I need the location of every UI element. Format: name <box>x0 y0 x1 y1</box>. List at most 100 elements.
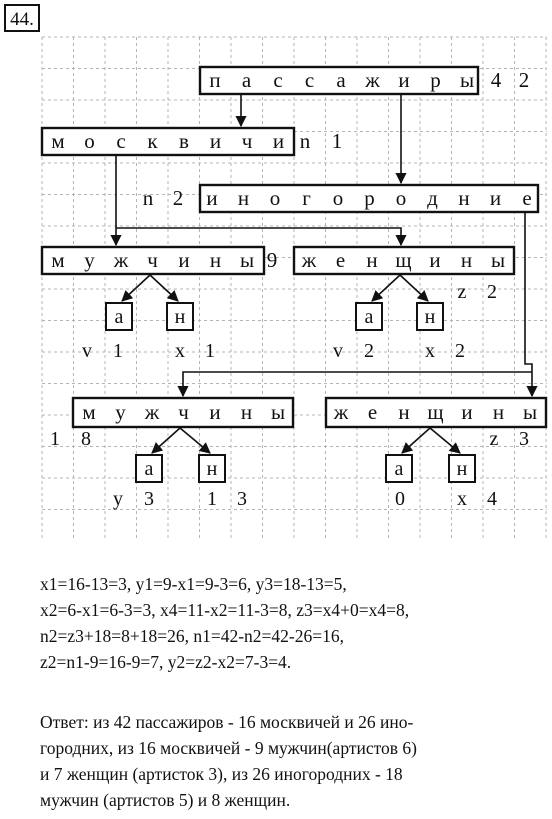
men-other-letter: ч <box>178 400 189 424</box>
men-moscow-n-box <box>166 302 194 331</box>
men-other-letter: ы <box>271 400 285 424</box>
women-other-letter: и <box>461 400 472 424</box>
muscovites-letter: к <box>147 129 158 153</box>
women-other-n-box <box>448 454 476 483</box>
passengers-letter: а <box>242 68 252 92</box>
women-moscow-right: x <box>425 340 435 362</box>
arrow-men-other-to-a <box>151 427 181 454</box>
men-moscow-n: н <box>175 306 186 328</box>
women-other-letter: н <box>398 400 409 424</box>
men-other-a-box <box>135 454 163 483</box>
arrow-men-moscow-to-n <box>149 274 179 302</box>
nonresidents-letter: н <box>238 186 249 210</box>
nonresidents-letter: и <box>206 186 217 210</box>
women-moscow-left: v <box>333 340 343 362</box>
passengers-letter: ж <box>364 68 380 92</box>
men-moscow-a-box <box>105 302 133 331</box>
nonresidents-letter: д <box>427 186 438 210</box>
men-moscow-letter: ы <box>240 248 254 272</box>
nonresidents-letter: о <box>333 186 344 210</box>
passengers-letter: и <box>398 68 409 92</box>
arrows <box>110 94 538 454</box>
women-moscow-right: 2 <box>455 340 465 362</box>
men-moscow-letter: и <box>178 248 189 272</box>
women-moscow-letter: н <box>461 248 472 272</box>
passengers-letter: с <box>273 68 282 92</box>
nonresidents-letter: о <box>396 186 407 210</box>
arrow-women-other-to-a <box>401 427 431 454</box>
men-moscow-right: 1 <box>205 340 215 362</box>
men-other-letter: ж <box>144 400 160 424</box>
arrow-men-moscow-to-a <box>121 274 151 302</box>
men-other-letter: и <box>209 400 220 424</box>
women-other-top: z <box>490 428 499 450</box>
arrow-nonresidents-to-men <box>177 371 532 398</box>
men-moscow-letter: м <box>51 248 64 272</box>
women-other-top: 3 <box>519 428 529 450</box>
women-other-letter: ы <box>523 400 537 424</box>
nonresidents-label: n <box>143 186 154 210</box>
answer-line: Ответ: из 42 пассажиров - 16 москвичей и… <box>40 712 414 732</box>
men-moscow-letter: ж <box>113 248 129 272</box>
muscovites-letter: и <box>273 129 284 153</box>
men-moscow-box <box>40 245 266 276</box>
women-moscow-n-box <box>416 302 444 331</box>
passengers-letter: ы <box>460 68 474 92</box>
nonresidents-box <box>198 183 540 214</box>
solution-line: x2=6-x1=6-3=3, x4=11-x2=11-3=8, z3=x4+0=… <box>40 600 410 620</box>
women-moscow-top: 2 <box>487 281 497 303</box>
women-moscow-top: z <box>458 281 467 303</box>
men-other-n: н <box>207 458 218 480</box>
women-other-letter: н <box>493 400 504 424</box>
answer-line: городних, из 16 москвичей - 9 мужчин(арт… <box>40 738 418 758</box>
women-other-a-box <box>385 454 413 483</box>
women-other-letter: ж <box>333 400 349 424</box>
women-moscow-box <box>292 245 516 276</box>
nonresidents-letter: г <box>302 186 311 210</box>
solution-line: z2=n1-9=16-9=7, y2=z2-x2=7-3=4. <box>40 652 292 672</box>
muscovites-letter: о <box>84 129 95 153</box>
women-other-a: а <box>395 458 404 480</box>
men-other-a: а <box>145 458 154 480</box>
nonresidents-letter: и <box>490 186 501 210</box>
muscovites-letter: в <box>179 129 189 153</box>
men-other-right: 1 <box>207 488 217 510</box>
nonresidents-label: 2 <box>173 186 184 210</box>
men-other-right: 3 <box>237 488 247 510</box>
women-moscow-left: 2 <box>364 340 374 362</box>
passengers-letter: а <box>336 68 346 92</box>
arrow-men-other-to-n <box>179 427 211 454</box>
solution-line: x1=16-13=3, y1=9-x1=9-3=6, y3=18-13=5, <box>40 574 347 594</box>
women-moscow-letter: е <box>336 248 345 272</box>
passengers-box <box>198 65 480 96</box>
women-other-letter: е <box>368 400 377 424</box>
women-other-right: 4 <box>487 488 497 510</box>
women-other-box <box>324 396 548 429</box>
women-other-left: 0 <box>395 488 405 510</box>
women-other-letter: щ <box>427 400 443 424</box>
women-moscow-letter: ы <box>491 248 505 272</box>
muscovites-box <box>40 126 296 157</box>
arrow-women-moscow-to-n <box>399 274 429 302</box>
men-other-letter: м <box>82 400 95 424</box>
women-moscow-letter: и <box>429 248 440 272</box>
women-moscow-letter: щ <box>395 248 411 272</box>
nonresidents-letter: р <box>364 186 375 210</box>
nonresidents-letter: н <box>458 186 469 210</box>
nonresidents-letter: е <box>522 186 531 210</box>
muscovites-label: 1 <box>332 129 343 153</box>
women-moscow-a: а <box>365 306 374 328</box>
women-moscow-n: н <box>425 306 436 328</box>
men-moscow-value: 9 <box>267 248 278 272</box>
diagram: 44. <box>4 4 548 540</box>
passengers-letter: с <box>305 68 314 92</box>
women-moscow-letter: ж <box>301 248 317 272</box>
muscovites-letter: ч <box>242 129 253 153</box>
men-moscow-letter: ч <box>147 248 158 272</box>
men-moscow-right: x <box>175 340 185 362</box>
passengers-letter: р <box>430 68 441 92</box>
passengers-letter: п <box>209 68 220 92</box>
problem-number: 44. <box>10 9 34 30</box>
